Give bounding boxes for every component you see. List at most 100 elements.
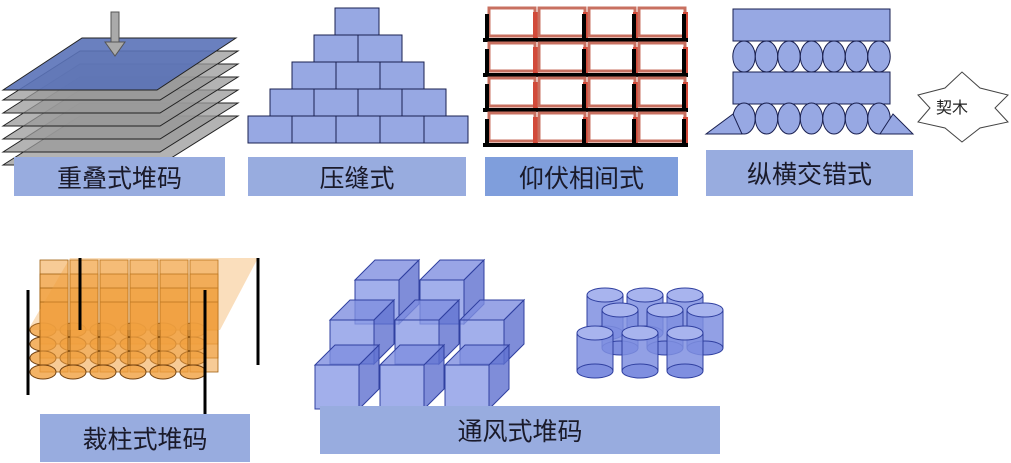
pyramid-block: [247, 115, 293, 144]
brick-black-edge: [485, 119, 489, 147]
brick-outline: [587, 41, 637, 73]
label-staggered-stacking: 压缝式: [248, 157, 466, 196]
brick-outline: [637, 6, 687, 38]
cylinder-bottom: [666, 363, 704, 379]
brick-black-edge: [485, 49, 489, 77]
cube-front: [314, 364, 360, 410]
pyramid-block: [335, 115, 381, 144]
crisscross-log: [867, 40, 891, 73]
crisscross-log: [844, 40, 869, 73]
brick-black-edge: [485, 84, 489, 112]
brick-black-edge: [632, 14, 636, 42]
brick-black-edge: [682, 14, 686, 42]
crisscross-log: [799, 102, 824, 135]
cylinder-top: [666, 287, 704, 303]
crisscross-plank: [732, 8, 891, 42]
label-pillar-stacking: 裁柱式堆码: [40, 414, 250, 462]
brick-black-edge: [682, 49, 686, 77]
down-arrow-icon: [104, 41, 126, 57]
brick-black-edge: [582, 14, 586, 42]
brick-outline: [537, 6, 587, 38]
crisscross-log: [732, 40, 756, 73]
crisscross-log: [777, 40, 801, 73]
crisscross-plank: [732, 71, 891, 105]
brick-red-edge: [533, 12, 538, 40]
pyramid-block: [357, 88, 403, 117]
brick-outline: [487, 111, 537, 143]
brick-red-edge: [533, 47, 538, 75]
brick-outline: [537, 111, 587, 143]
brick-outline: [637, 76, 687, 108]
cylinder-top: [646, 302, 684, 318]
label-ventilated-stacking: 通风式堆码: [320, 406, 720, 454]
cylinder-top: [666, 325, 704, 341]
pillar-log-body: [99, 301, 129, 373]
crisscross-log: [844, 102, 869, 135]
brick-outline: [587, 111, 637, 143]
brick-outline: [487, 41, 537, 73]
wedge-left: [704, 113, 743, 135]
brick-outline: [637, 111, 687, 143]
pillar-log-end: [59, 364, 87, 380]
pyramid-block: [313, 34, 359, 63]
brick-outline: [537, 76, 587, 108]
pyramid-block: [335, 61, 381, 90]
pillar-log-body: [159, 301, 189, 373]
pyramid-block: [379, 115, 425, 144]
cylinder-bottom: [576, 363, 614, 379]
pillar-log-body: [129, 301, 159, 373]
arrow-shaft: [110, 11, 120, 43]
wedge-star-shape: [917, 71, 1009, 143]
pyramid-block: [291, 115, 337, 144]
crisscross-log: [777, 102, 801, 135]
top-sheet: [1, 37, 238, 91]
brick-black-edge: [632, 49, 636, 77]
pyramid-block: [291, 61, 337, 90]
brick-outline: [537, 41, 587, 73]
pyramid-block: [379, 61, 425, 90]
brick-black-edge: [582, 119, 586, 147]
crisscross-log: [822, 102, 846, 135]
pillar-log-end: [119, 364, 147, 380]
brick-outline: [587, 76, 637, 108]
wedge-right: [879, 113, 915, 135]
pyramid-block: [357, 34, 403, 63]
crisscross-log: [754, 102, 779, 135]
brick-base-line: [483, 143, 688, 147]
brick-black-edge: [682, 119, 686, 147]
pillar-log-end: [149, 364, 177, 380]
brick-black-edge: [485, 14, 489, 42]
cylinder-top: [601, 302, 639, 318]
brick-outline: [487, 76, 537, 108]
brick-black-edge: [632, 84, 636, 112]
brick-outline: [487, 6, 537, 38]
brick-base-line: [483, 108, 688, 112]
cylinder-top: [686, 302, 724, 318]
label-overlap-stacking: 重叠式堆码: [14, 157, 225, 196]
cube-front: [444, 364, 490, 410]
pillar-log-end: [29, 364, 57, 380]
cube-front: [379, 364, 425, 410]
brick-outline: [637, 41, 687, 73]
brick-outline: [587, 6, 637, 38]
pillar-top: [28, 258, 258, 330]
label-alternating-stacking: 仰伏相间式: [485, 157, 678, 196]
crisscross-log: [822, 40, 846, 73]
pillar-log-body: [39, 301, 69, 373]
brick-base-line: [483, 38, 688, 42]
pillar-log-end: [179, 364, 207, 380]
brick-red-edge: [533, 117, 538, 145]
pyramid-block: [334, 7, 380, 36]
brick-black-edge: [682, 84, 686, 112]
brick-black-edge: [582, 49, 586, 77]
cylinder-top: [586, 287, 624, 303]
cylinder-top: [626, 287, 664, 303]
pyramid-block: [313, 88, 359, 117]
brick-black-edge: [582, 84, 586, 112]
brick-base-line: [483, 73, 688, 77]
cylinder-top: [576, 325, 614, 341]
brick-black-edge: [632, 119, 636, 147]
brick-red-edge: [533, 82, 538, 110]
crisscross-log: [754, 40, 779, 73]
